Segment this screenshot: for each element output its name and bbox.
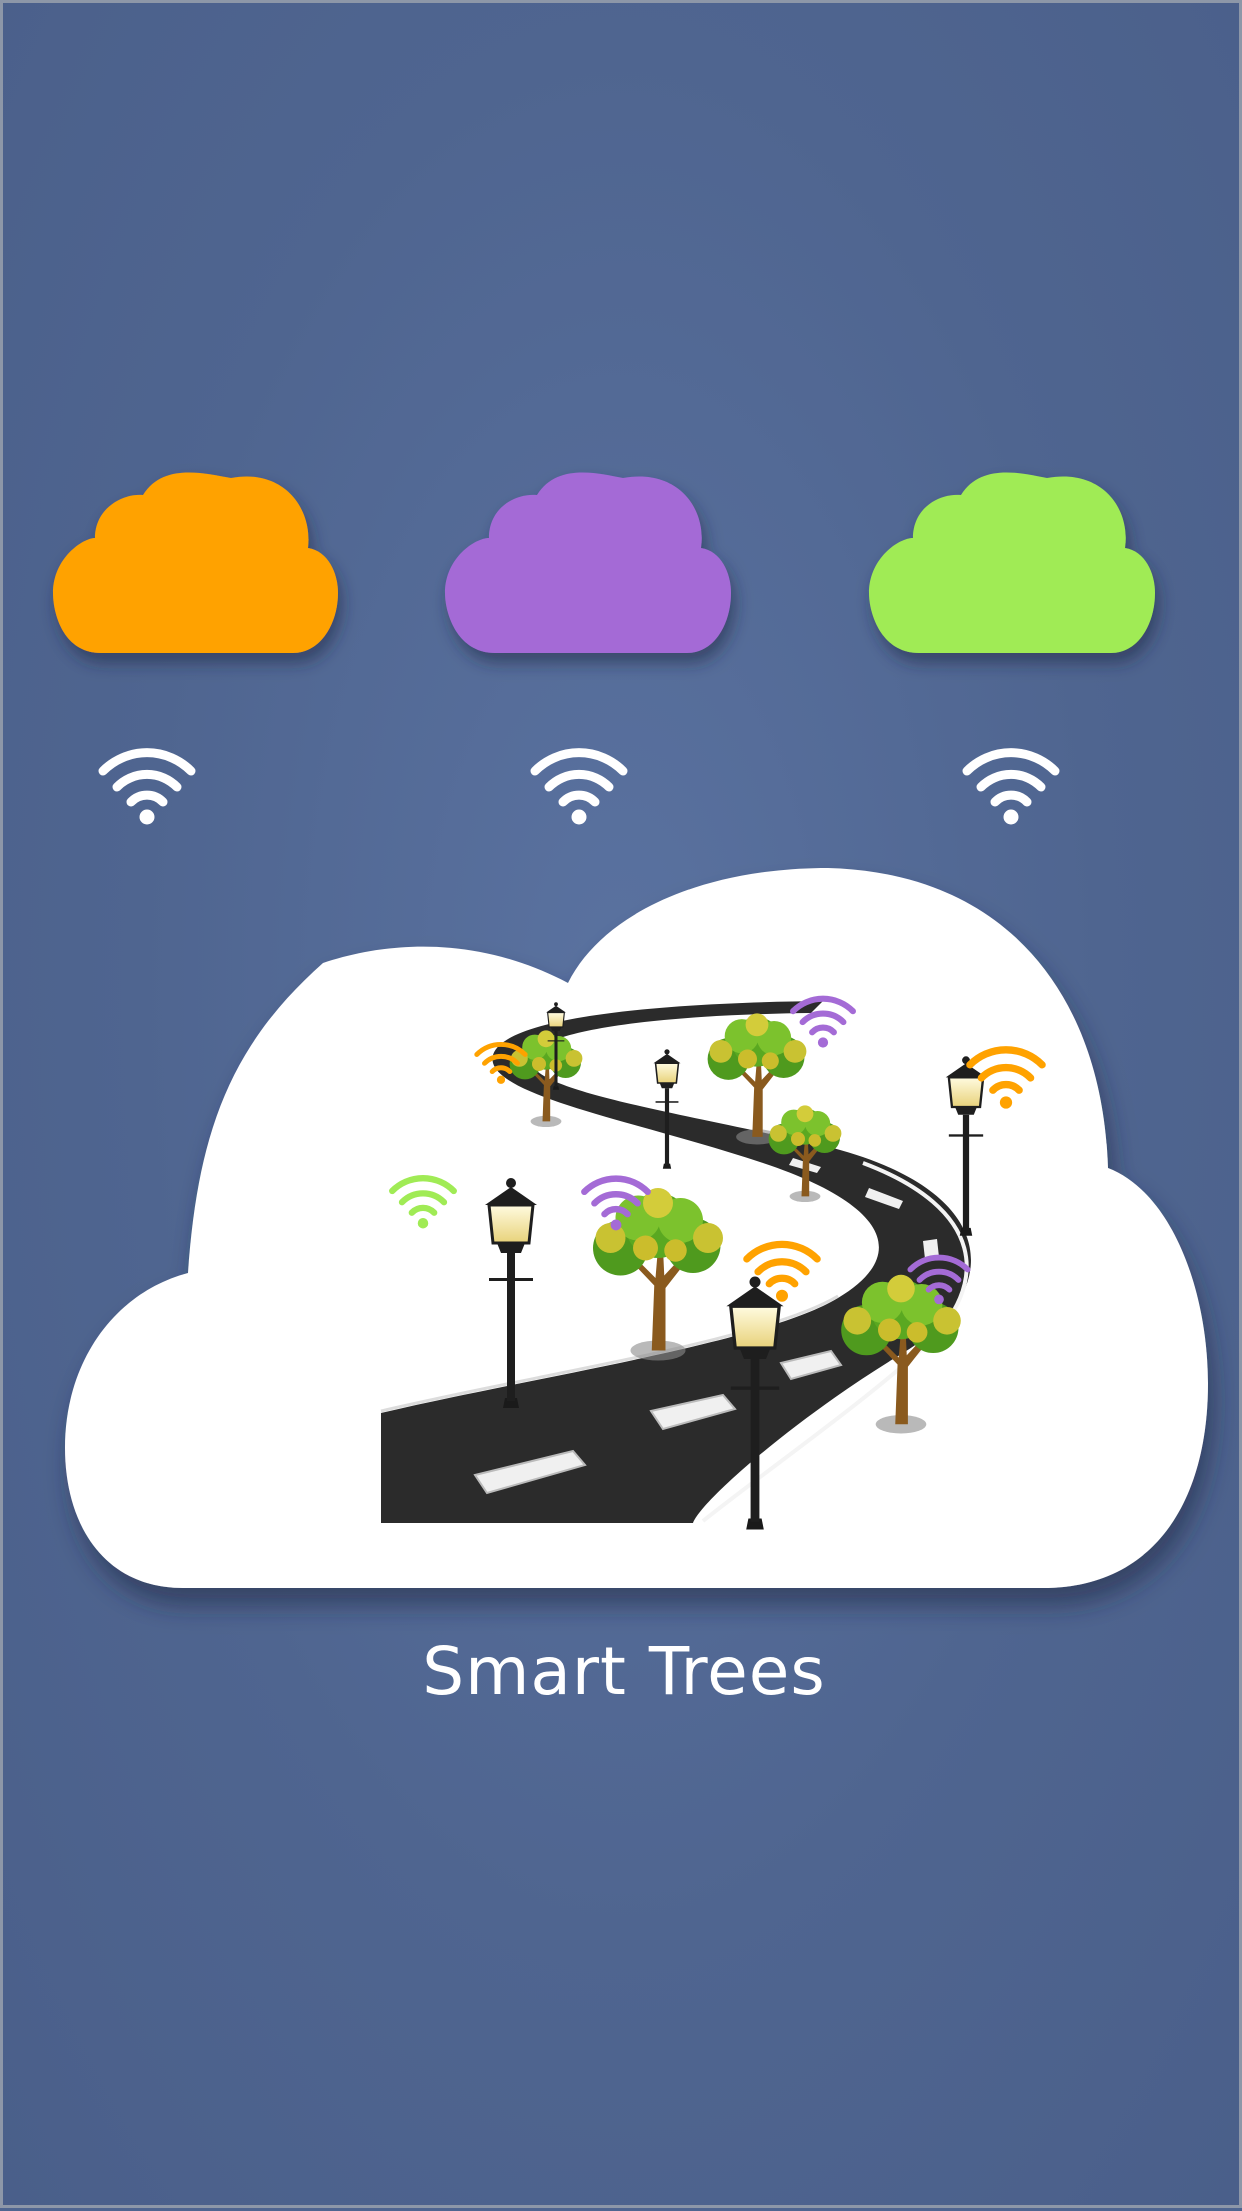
orange-cloud-icon [53, 472, 338, 653]
page-title: Smart Trees [422, 1633, 826, 1710]
wifi-icon [535, 753, 623, 824]
wifi-icon [103, 753, 191, 824]
illustration [53, 472, 1208, 1588]
road-icon [380, 1001, 971, 1523]
wifi-icon [967, 753, 1055, 824]
green-cloud-icon [869, 472, 1155, 653]
purple-cloud-icon [445, 472, 731, 653]
